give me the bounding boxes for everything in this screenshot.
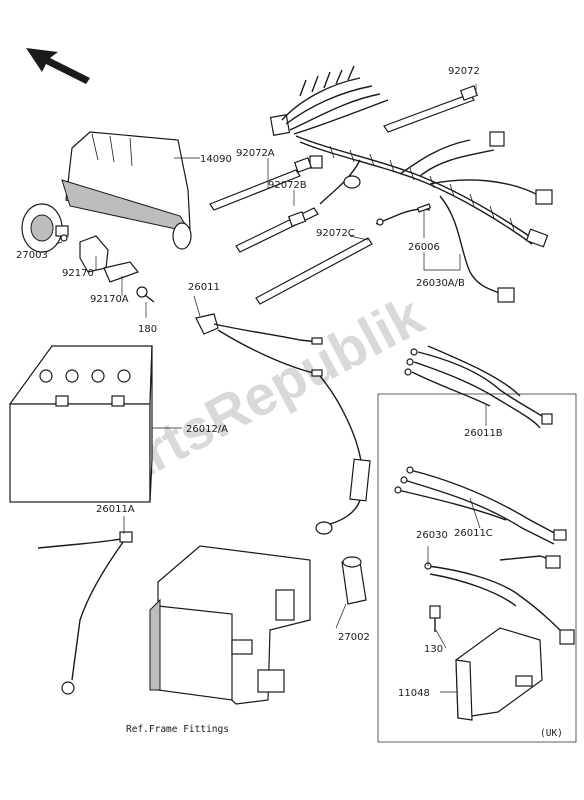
label-11048: 11048 [398,688,430,699]
fuse-26006 [416,203,432,213]
harness-26030 [424,555,575,645]
label-26006: 26006 [408,242,440,253]
battery-cable-26011a [37,531,133,695]
main-harness [269,65,553,303]
ref-frame-note: Ref.Frame Fittings [126,724,229,735]
part-labels: 92072 92072A 92072B 92072C 14090 27003 9… [16,66,563,739]
relay-box-frame [149,545,311,705]
label-92170a: 92170A [90,294,129,305]
label-26012a: 26012/A [186,424,228,435]
label-27002: 27002 [338,632,370,643]
label-26030ab: 26030A/B [416,278,465,289]
relay-27002 [341,556,367,605]
leader-lines [55,84,487,693]
label-92072: 92072 [448,66,480,77]
cable-tie-92072a [209,157,313,211]
label-26011a: 26011A [96,504,135,515]
label-92072c: 92072C [316,228,355,239]
bracket-92170 [79,235,139,283]
cable-tie-92072c [255,237,373,305]
label-180: 180 [138,324,157,335]
cable-tie-92072 [383,85,479,133]
uk-inset-frame [377,393,577,743]
bolt-130 [429,605,441,632]
cover-14090 [61,131,192,250]
label-130: 130 [424,644,443,655]
direction-arrow-icon [26,48,90,84]
label-26011: 26011 [188,282,220,293]
horn-27003 [21,203,69,253]
region-mark: (UK) [540,728,563,739]
label-27003: 27003 [16,250,48,261]
long-cable [315,375,371,535]
battery-cable-26011 [195,313,323,377]
label-92072b: 92072B [268,180,307,191]
label-92072a: 92072A [236,148,275,159]
battery-26012a [8,345,153,503]
cable-tie-92072b [235,207,319,253]
label-26030: 26030 [416,530,448,541]
label-14090: 14090 [200,154,232,165]
label-26011c: 26011C [454,528,493,539]
harness-26011b [404,345,553,429]
harness-26011c [394,466,567,545]
label-26011b: 26011B [464,428,503,439]
bracket-11048 [455,627,543,721]
label-92170: 92170 [62,268,94,279]
bolt-180 [136,286,155,303]
